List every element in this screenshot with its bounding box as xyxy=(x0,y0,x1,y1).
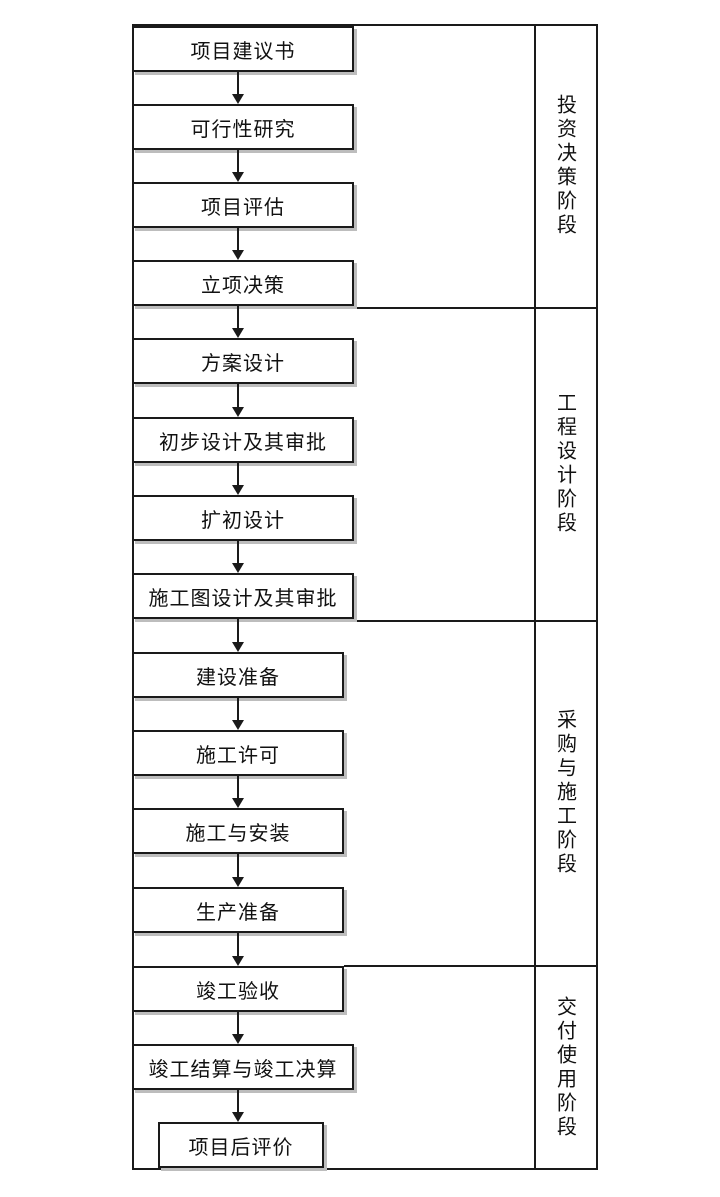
arrow-shaft xyxy=(237,384,239,407)
phase-separator xyxy=(354,620,598,622)
step-preliminary-design: 初步设计及其审批 xyxy=(132,417,354,463)
arrow-shaft xyxy=(237,1090,239,1112)
step-post-evaluation: 项目后评价 xyxy=(158,1122,324,1168)
arrow-down-icon xyxy=(232,877,244,887)
arrow-down-icon xyxy=(232,328,244,338)
arrow-down-icon xyxy=(232,94,244,104)
arrow-shaft xyxy=(237,541,239,563)
step-final-accounts: 竣工结算与竣工决算 xyxy=(132,1044,354,1090)
phase-label-delivery: 交付使用阶段 xyxy=(553,995,578,1140)
arrow-down-icon xyxy=(232,798,244,808)
phase-label-design: 工程设计阶段 xyxy=(553,391,578,536)
step-scheme-design: 方案设计 xyxy=(132,338,354,384)
arrow-shaft xyxy=(237,776,239,798)
step-production-preparation: 生产准备 xyxy=(132,887,344,933)
arrow-shaft xyxy=(237,854,239,877)
phase-separator xyxy=(354,307,598,309)
arrow-shaft xyxy=(237,150,239,172)
arrow-down-icon xyxy=(232,956,244,966)
arrow-shaft xyxy=(237,619,239,642)
step-completion-acceptance: 竣工验收 xyxy=(132,966,344,1012)
arrow-shaft xyxy=(237,228,239,250)
step-construction-drawings: 施工图设计及其审批 xyxy=(132,573,354,619)
step-extended-design: 扩初设计 xyxy=(132,495,354,541)
arrow-shaft xyxy=(237,933,239,956)
arrow-down-icon xyxy=(232,485,244,495)
step-feasibility-study: 可行性研究 xyxy=(132,104,354,150)
arrow-down-icon xyxy=(232,172,244,182)
phase-label-construction: 采购与施工阶段 xyxy=(553,708,578,877)
phase-label-investment: 投资决策阶段 xyxy=(553,93,578,238)
arrow-shaft xyxy=(237,306,239,328)
arrow-down-icon xyxy=(232,250,244,260)
step-project-proposal: 项目建议书 xyxy=(132,26,354,72)
arrow-shaft xyxy=(237,72,239,94)
arrow-shaft xyxy=(237,463,239,485)
arrow-down-icon xyxy=(232,407,244,417)
step-construction-installation: 施工与安装 xyxy=(132,808,344,854)
phase-column-divider xyxy=(534,24,536,1170)
arrow-shaft xyxy=(237,698,239,720)
arrow-shaft xyxy=(237,1012,239,1034)
step-construction-preparation: 建设准备 xyxy=(132,652,344,698)
step-approval-decision: 立项决策 xyxy=(132,260,354,306)
arrow-down-icon xyxy=(232,720,244,730)
step-construction-permit: 施工许可 xyxy=(132,730,344,776)
step-project-evaluation: 项目评估 xyxy=(132,182,354,228)
arrow-down-icon xyxy=(232,563,244,573)
arrow-down-icon xyxy=(232,1034,244,1044)
arrow-down-icon xyxy=(232,1112,244,1122)
arrow-down-icon xyxy=(232,642,244,652)
phase-separator xyxy=(344,965,598,967)
